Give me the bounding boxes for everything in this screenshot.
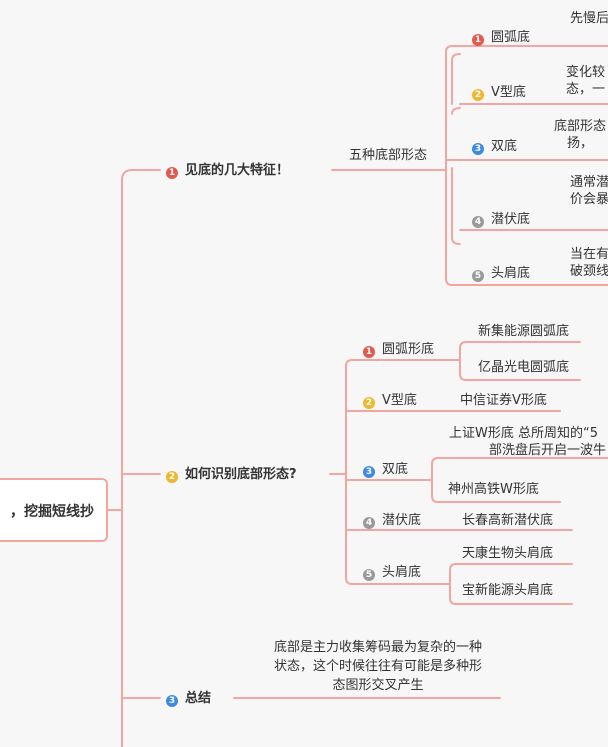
b1-item-hs[interactable]: 5 头肩底 [472,265,530,282]
example-text: 神州高铁W形底 [448,482,539,497]
number-4-icon: 4 [472,216,484,228]
desc-text: 先慢后 [570,11,608,26]
b1-desc-latent[interactable]: 通常潜价会暴 [570,174,608,208]
desc-text: 价会暴 [570,192,608,207]
branch1-node[interactable]: 1 见底的几大特征！ [166,162,289,179]
b2-item-label: 双底 [382,462,409,477]
summary-line: 态图形交叉产生 [332,678,424,693]
example-text: 宝新能源头肩底 [462,583,554,598]
example-text: 亿晶光电圆弧底 [478,360,570,375]
b1-desc-v[interactable]: 变化较态，一 [566,64,605,98]
b2-item-label: 头肩底 [382,565,422,580]
b1-item-arc[interactable]: 1 圆弧底 [472,29,530,46]
branch3-node[interactable]: 3 总结 [166,690,211,707]
number-1-icon: 1 [472,34,484,46]
desc-text: 底部形态 [554,119,607,134]
example-baoxin[interactable]: 宝新能源头肩底 [462,582,553,599]
b1-item-latent[interactable]: 4 潜伏底 [472,211,530,228]
b2-item-v[interactable]: 2 V型底 [363,392,417,409]
b1-desc-arc[interactable]: 先慢后 [570,10,608,27]
connector-b2-circ [445,341,581,381]
example-zhongxin[interactable]: 中信证券V形底 [460,392,547,409]
desc-text: 变化较 [566,65,606,80]
branch2-label: 如何识别底部形态? [185,467,297,482]
desc-text: 当在有 [570,247,608,262]
desc-text: 态，一 [566,82,606,97]
b2-item-label: V型底 [382,393,417,408]
example-text: 天康生物头肩底 [462,546,554,561]
b1-desc-hs[interactable]: 当在有破颈线 [570,246,608,280]
example-text: 新集能源圆弧底 [478,324,570,339]
number-2-icon: 2 [472,89,484,101]
example-text: 部洗盘后开启一波牛 [489,443,607,458]
desc-text: 破颈线 [570,264,608,279]
number-3-icon: 3 [166,695,178,707]
b2-item-double[interactable]: 3 双底 [363,461,408,478]
branch1-sub-label: 五种底部形态 [349,148,428,163]
branch1-label: 见底的几大特征！ [185,163,290,178]
example-text: 上证W形底 总所周知的“5 [449,426,598,441]
root-label: ，挖掘短线抄 [10,504,94,520]
number-3-icon: 3 [472,143,484,155]
summary-line: 底部是主力收集筹码最为复杂的一种 [273,640,482,655]
b2-item-latent[interactable]: 4 潜伏底 [363,512,421,529]
desc-text: 扬， [567,136,594,151]
spine-b2-items [345,359,361,585]
connector-b1-v [451,107,461,245]
desc-text: 通常潜 [570,175,608,190]
number-5-icon: 5 [472,270,484,282]
spine-b1-items [445,45,461,286]
number-3-icon: 3 [363,466,375,478]
b1-item-v[interactable]: 2 V型底 [472,84,526,101]
branch1-sub-node[interactable]: 五种底部形态 [349,147,427,164]
connector-b2-double [427,457,608,503]
b2-item-label: 潜伏底 [382,513,422,528]
number-1-icon: 1 [363,346,375,358]
b1-desc-double[interactable]: 底部形态扬， [554,118,606,152]
example-yijing[interactable]: 亿晶光电圆弧底 [478,359,569,376]
number-2-icon: 2 [363,397,375,409]
example-xinji[interactable]: 新集能源圆弧底 [478,323,569,340]
b2-item-arc[interactable]: 1 圆弧形底 [363,341,434,358]
example-shenzhou[interactable]: 神州高铁W形底 [448,481,539,498]
number-2-icon: 2 [166,471,178,483]
example-tiankang[interactable]: 天康生物头肩底 [462,545,553,562]
connector-b2-hs [445,563,573,605]
b1-item-label: 头肩底 [491,266,531,281]
branch3-summary[interactable]: 底部是主力收集筹码最为复杂的一种 状态，这个时候往往有可能是多种形 态图形交叉产… [254,638,502,695]
branch3-label: 总结 [185,691,212,706]
underline-b1-items [459,45,549,286]
example-text: 长春高新潜伏底 [462,513,554,528]
example-shangzheng[interactable]: 上证W形底 总所周知的“5 部洗盘后开启一波牛 [449,425,606,459]
root-node[interactable]: ，挖掘短线抄 [0,478,108,542]
number-4-icon: 4 [363,517,375,529]
b2-item-label: 圆弧形底 [382,342,435,357]
b1-item-label: 潜伏底 [491,212,531,227]
number-1-icon: 1 [166,167,178,179]
example-changchun[interactable]: 长春高新潜伏底 [462,512,553,529]
underline-b2-items [359,359,447,585]
summary-line: 状态，这个时候往往有可能是多种形 [273,659,482,674]
b1-item-double[interactable]: 3 双底 [472,138,517,155]
example-text: 中信证券V形底 [460,393,547,408]
b2-item-hs[interactable]: 5 头肩底 [363,564,421,581]
b1-item-label: 圆弧底 [491,30,531,45]
b1-item-label: 双底 [491,139,518,154]
connector-b1-desc [451,45,608,286]
branch2-node[interactable]: 2 如何识别底部形态? [166,466,297,483]
number-5-icon: 5 [363,569,375,581]
main-spine [121,169,161,747]
b1-item-label: V型底 [491,85,526,100]
